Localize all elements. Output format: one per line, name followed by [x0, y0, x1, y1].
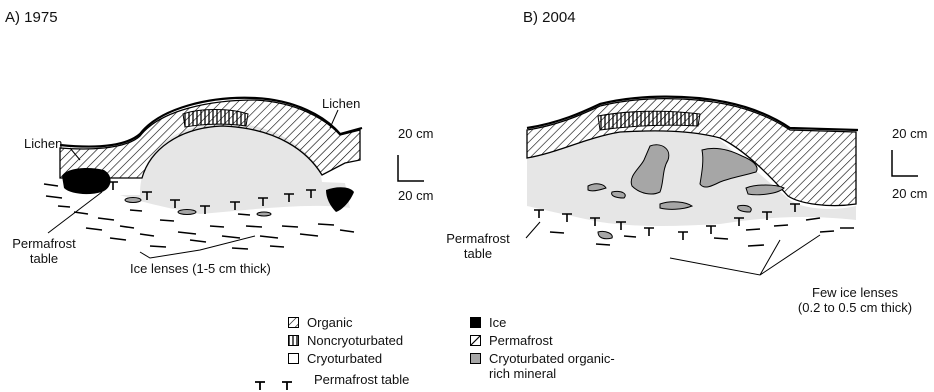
panel-b-scale-horizontal: 20 cm	[892, 186, 932, 201]
panel-a-ice-left	[62, 168, 111, 194]
permafrost-swatch	[470, 335, 481, 346]
panel-a-scale-bar	[398, 155, 424, 181]
legend-item-organic: Organic	[288, 315, 353, 330]
legend-cryoturbated-label: Cryoturbated	[307, 351, 382, 366]
panel-b-few-ice-lenses-line1: Few ice lenses	[770, 285, 934, 300]
panel-a-permafrost-table-line2: table	[4, 251, 84, 266]
legend-item-ice: Ice	[470, 315, 506, 330]
noncryoturbated-swatch	[288, 335, 299, 346]
legend-organic-label: Organic	[307, 315, 353, 330]
panel-b-permafrost-table-line2: table	[438, 246, 518, 261]
panel-b-few-ice-lenses-label: Few ice lenses (0.2 to 0.5 cm thick)	[770, 285, 934, 315]
legend-permafrost-table-symbol	[255, 382, 292, 390]
panel-b-permafrost-table-line1: Permafrost	[438, 231, 518, 246]
legend-item-cryoturbated: Cryoturbated	[288, 351, 382, 366]
panel-a-ice-right	[326, 187, 354, 212]
panel-a-diagram	[44, 98, 424, 258]
panel-b-leaders	[526, 222, 820, 275]
legend-organic-rich-label: Cryoturbated organic- rich mineral	[489, 351, 615, 381]
panel-b-title: B) 2004	[523, 10, 576, 25]
panel-b-scale-vertical: 20 cm	[892, 126, 927, 141]
organic-swatch	[288, 317, 299, 328]
panel-a-scale-vertical: 20 cm	[398, 126, 433, 141]
panel-a-ice-lenses-label: Ice lenses (1-5 cm thick)	[130, 261, 271, 276]
legend-item-organic-rich-mineral: Cryoturbated organic- rich mineral	[470, 351, 615, 381]
panel-a-noncryoturbated-lens	[183, 110, 248, 128]
legend-noncryoturbated-label: Noncryoturbated	[307, 333, 403, 348]
organic-rich-mineral-swatch	[470, 353, 481, 364]
panel-a-title: A) 1975	[5, 10, 58, 25]
panel-a-lichen-left-label: Lichen	[24, 136, 62, 151]
panel-a-lichen-right-label: Lichen	[322, 96, 360, 111]
panel-b-diagram	[526, 97, 918, 275]
legend-item-permafrost-table: Permafrost table	[314, 372, 409, 387]
panel-a-scale-horizontal: 20 cm	[398, 188, 433, 203]
legend-item-permafrost: Permafrost	[470, 333, 553, 348]
ice-swatch	[470, 317, 481, 328]
panel-b-permafrost-table-label: Permafrost table	[438, 231, 518, 261]
legend-item-noncryoturbated: Noncryoturbated	[288, 333, 403, 348]
legend-permafrost-label: Permafrost	[489, 333, 553, 348]
legend-organic-rich-line2: rich mineral	[489, 366, 615, 381]
panel-a-permafrost-table-line1: Permafrost	[4, 236, 84, 251]
legend-permafrost-table-label: Permafrost table	[314, 372, 409, 387]
cryoturbated-swatch	[288, 353, 299, 364]
panel-b-scale-bar	[892, 150, 918, 176]
legend-organic-rich-line1: Cryoturbated organic-	[489, 351, 615, 366]
panel-b-few-ice-lenses-line2: (0.2 to 0.5 cm thick)	[770, 300, 934, 315]
panel-a-permafrost-table-label: Permafrost table	[4, 236, 84, 266]
legend-ice-label: Ice	[489, 315, 506, 330]
